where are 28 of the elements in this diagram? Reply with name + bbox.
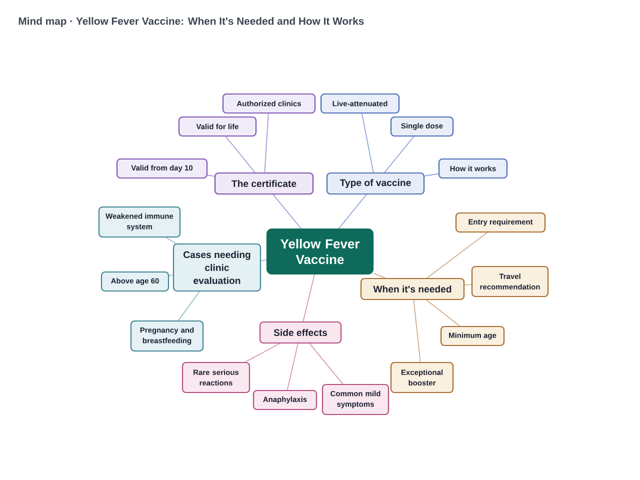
connector-line [225, 136, 256, 173]
connector-line [264, 113, 269, 173]
connector-line [260, 259, 267, 262]
connector-line [166, 237, 176, 244]
connector-line [168, 274, 174, 276]
connector-line [302, 274, 315, 322]
connector-line [272, 194, 302, 229]
connector-line [373, 272, 386, 278]
connector-line [178, 291, 200, 321]
connector-line [424, 173, 439, 176]
title: Mind map · Yellow Fever Vaccine: When It's Needed and How It Works [18, 17, 364, 27]
branch-box: Side effects [259, 321, 342, 344]
connector-line [244, 343, 280, 362]
connector-line [286, 343, 298, 390]
connector-line [464, 284, 472, 286]
branch-box: The certificate [214, 172, 314, 195]
connector-line [309, 343, 344, 384]
branch-box: When it's needed [360, 278, 465, 300]
connector-line [384, 136, 414, 173]
connector-line [362, 113, 374, 173]
connector-line [338, 194, 367, 229]
connector-line [426, 232, 488, 278]
connector-line [207, 174, 215, 177]
branch-box: Type of vaccine [326, 172, 425, 195]
branch-box: Cases needing clinic evaluation [172, 243, 262, 292]
connector-line [426, 300, 460, 326]
central-topic-box: Yellow Fever Vaccine [266, 228, 374, 275]
connector-line [413, 300, 421, 362]
